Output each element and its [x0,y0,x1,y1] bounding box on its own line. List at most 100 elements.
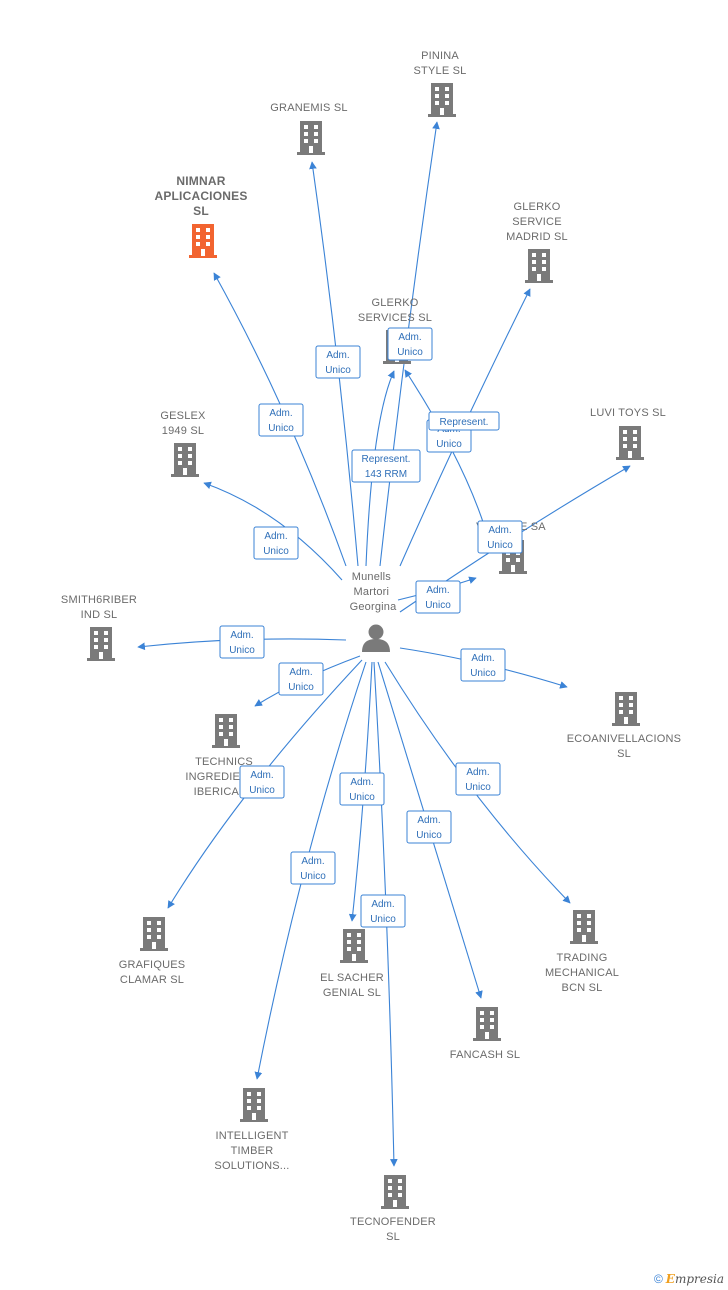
edge-label-text: Adm. [426,585,449,596]
company-name: GLERKO SERVICES SL [358,297,432,324]
edge-label-text: Unico [397,347,423,358]
company-node-fancash[interactable]: FANCASH SL [450,1007,520,1061]
edge-label-text: Unico [300,871,326,882]
edge-label-text: Unico [487,540,513,551]
edge-label[interactable]: Adm.Unico [415,580,461,614]
edge-label-text: Unico [436,439,462,450]
edge-label[interactable]: Represent.143 RRM [351,449,421,483]
edge-label-text: Represent. [440,417,489,428]
edge-label-text: Unico [416,830,442,841]
person-name: Munells Martori Georgina [350,571,398,613]
edge-label-text: Adm. [471,653,494,664]
building-icon [570,910,598,944]
edge-label[interactable]: Adm. Unico [315,345,361,379]
company-name-line: GENIAL SL [323,987,381,999]
edge-label-box [428,411,500,431]
company-name-line: GLERKO [371,297,418,309]
edge-label-text: Adm. [398,332,421,343]
edge-label-text: Unico [470,668,496,679]
company-name-line: SL [386,1231,400,1243]
company-node-glerko-services[interactable]: GLERKO SERVICES SL [358,297,432,364]
edge-label[interactable]: Adm. Unico [460,648,506,682]
company-name-line: SOLUTIONS... [214,1160,289,1172]
edge-label-box [351,449,421,483]
edge-label[interactable]: Adm.Unico [360,894,406,928]
edge-label[interactable]: Adm. Unico [387,327,433,361]
edge-label-box [278,662,324,696]
edge-label-box [290,851,336,885]
company-name-line: GRAFIQUES [119,959,186,971]
company-name-line: BCN SL [562,982,603,994]
edge-label-text: Adm. [350,777,373,788]
edge-label-box [477,520,523,554]
edge-label[interactable]: Adm. Unico [290,851,336,885]
edge-label-box [460,648,506,682]
edge-label-text: Adm. [326,350,349,361]
company-name-line: NIMNAR [176,174,225,188]
company-node-luvi[interactable]: LUVI TOYS SL [590,407,666,460]
company-name-line: EL SACHER [320,972,384,984]
company-node-elsacher[interactable]: EL SACHER GENIAL SL [320,929,384,999]
edge-to-glerko-services [365,370,395,567]
company-name-line: TECNOFENDER [350,1216,436,1228]
company-name-line: GRANEMIS SL [270,102,347,114]
edge-label[interactable]: Adm.Unico [455,762,501,796]
edge-label-box [258,403,304,437]
edge-label[interactable]: Adm.Unico [339,772,385,806]
edge-label[interactable]: Adm.Unico [239,765,285,799]
company-name-line: IND SL [81,609,118,621]
edge-label-box [406,810,452,844]
edge-label[interactable]: Adm.Unico [219,625,265,659]
edge-label-text: Unico [325,365,351,376]
company-node-intelligent[interactable]: INTELLIGENT TIMBER SOLUTIONS... [214,1088,289,1172]
edge-label[interactable]: Adm.Unico [258,403,304,437]
building-icon [473,1007,501,1041]
building-icon [381,1175,409,1209]
company-node-tecnofender[interactable]: TECNOFENDER SL [350,1175,436,1243]
edge-label-text: Unico [263,546,289,557]
company-name-line: TIMBER [231,1145,274,1157]
edge-label-box [387,327,433,361]
company-name-line: TECHNICS [195,756,253,768]
edge-label[interactable]: Adm.Unico [477,520,523,554]
company-name-line: SERVICE [512,216,562,228]
edge-label[interactable]: Represent. [428,411,500,431]
building-icon [240,1088,268,1122]
company-name-line: INTELLIGENT [215,1130,288,1142]
edge-label-box [253,526,299,560]
company-name-line: FANCASH SL [450,1049,520,1061]
company-node-granemis[interactable]: GRANEMIS SL [270,102,347,155]
edge-label-text: Unico [370,914,396,925]
brand-watermark: ©Empresia [654,1272,724,1286]
person-name-line: Munells [352,571,392,583]
company-name-line: TRADING [557,952,608,964]
building-icon [612,692,640,726]
edge-label-text: Unico [268,423,294,434]
person-node[interactable]: Munells Martori Georgina [350,571,398,652]
brand-name: mpresia [674,1272,724,1286]
edge-label[interactable]: Adm.Unico [253,526,299,560]
edge-label-text: Adm. [301,856,324,867]
edge-label-text: Unico [229,645,255,656]
building-icon [189,224,217,258]
edge-label-text: Unico [288,682,314,693]
edge-label[interactable]: Adm.Unico [406,810,452,844]
edge-label-text: Adm. [250,770,273,781]
company-name-line: LUVI TOYS SL [590,407,666,419]
building-icon [171,443,199,477]
edge-label[interactable]: Adm.Unico [278,662,324,696]
company-name-line: MADRID SL [506,231,568,243]
company-name-line: SERVICES SL [358,312,432,324]
